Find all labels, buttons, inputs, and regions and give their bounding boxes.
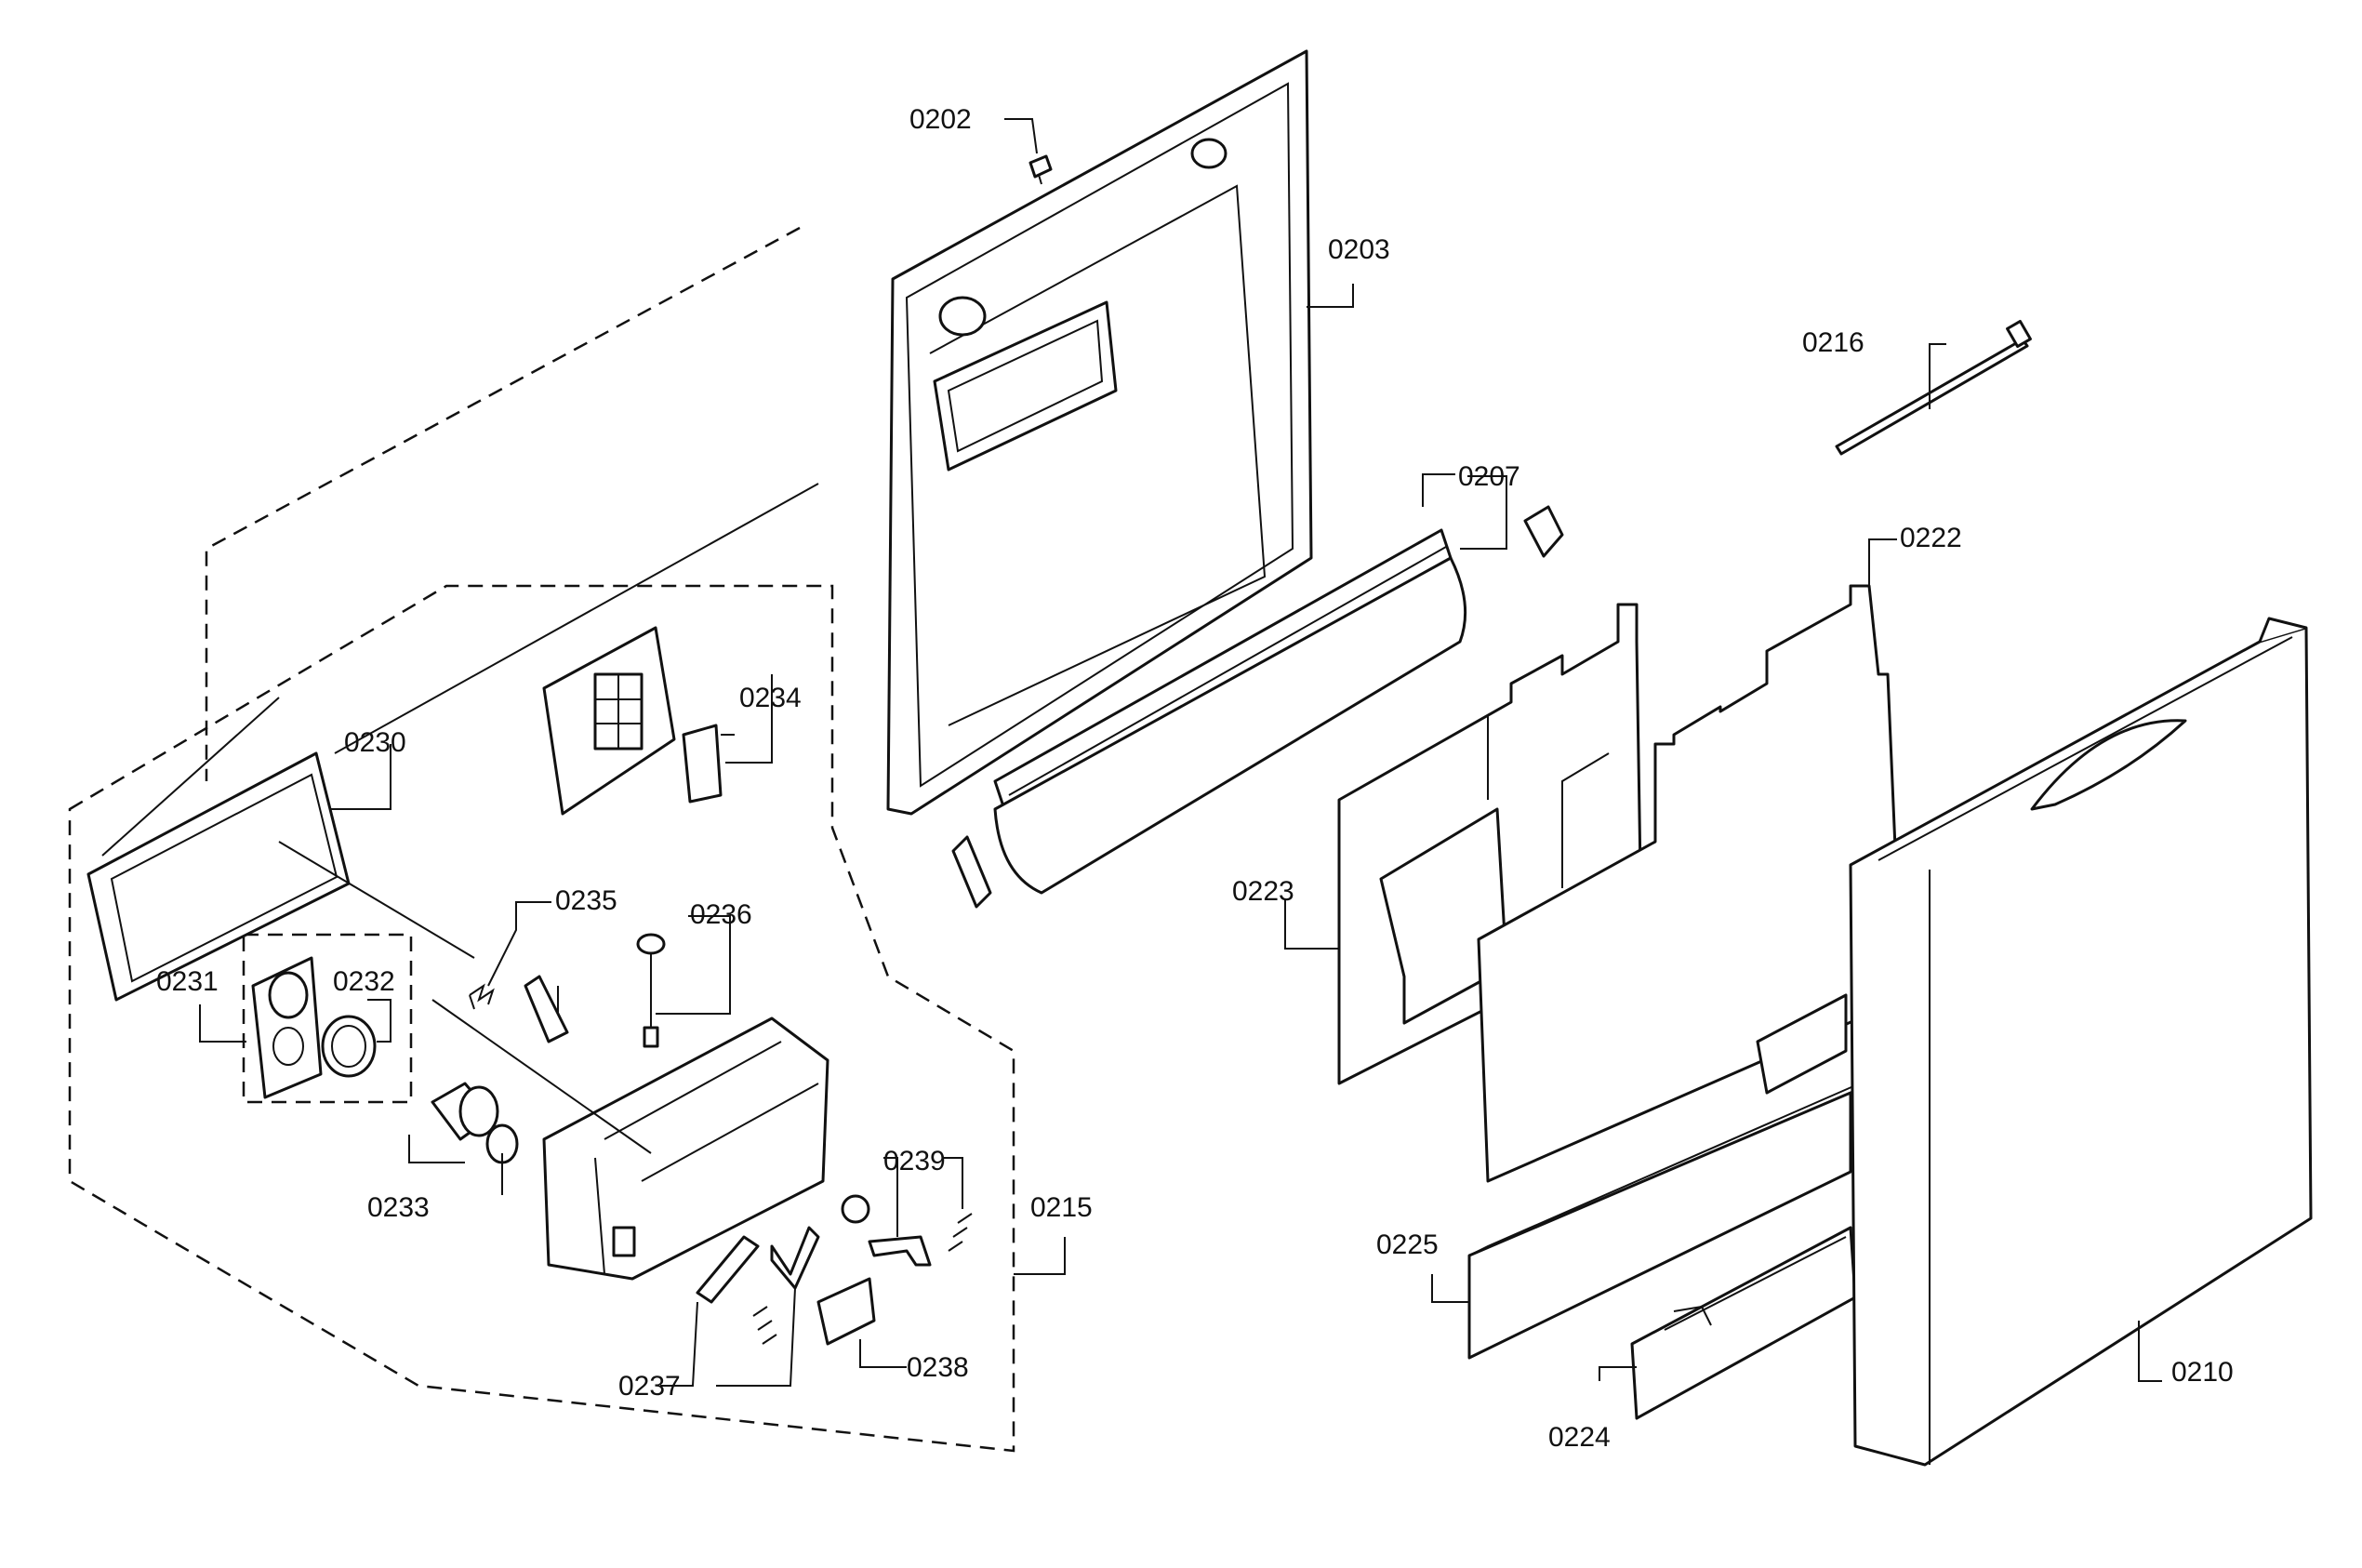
group-outline-outer: [205, 226, 801, 781]
group-outline-0231-0232: [242, 933, 413, 1104]
label-0210: 0210: [2171, 1357, 2234, 1388]
outer-door-panel: [1849, 617, 2313, 1467]
insulation-panel-right: [1477, 584, 1904, 1183]
label-0222: 0222: [1900, 523, 1962, 553]
nozzle-housing: [251, 956, 323, 1099]
inner-door-panel: [886, 49, 1313, 909]
label-0230: 0230: [344, 727, 406, 758]
label-0235: 0235: [555, 885, 617, 916]
bracket-part: [542, 626, 723, 816]
group-outline-0215: [68, 584, 1015, 1453]
pin-0236: [636, 933, 666, 1048]
block-0238: [816, 1277, 876, 1346]
label-0236: 0236: [690, 899, 752, 930]
label-0238: 0238: [907, 1352, 969, 1383]
actuator-0237: [696, 1226, 820, 1345]
label-0237: 0237: [618, 1371, 681, 1402]
label-0232: 0232: [333, 966, 395, 997]
label-0234: 0234: [739, 683, 802, 713]
label-0216: 0216: [1802, 327, 1864, 358]
lever-0235: [524, 975, 569, 1043]
leader-lines: [101, 118, 2162, 1387]
ball-0239: [841, 1194, 870, 1224]
cap-and-oring: [431, 1082, 519, 1164]
spring-0239: [948, 1213, 973, 1252]
label-0231: 0231: [156, 966, 219, 997]
screw-part: [1028, 154, 1053, 185]
lever-0239: [868, 1235, 932, 1267]
label-0225: 0225: [1376, 1229, 1439, 1260]
label-0223: 0223: [1232, 876, 1294, 907]
dispenser-body: [542, 1017, 829, 1281]
trim-strip: [993, 505, 1564, 895]
label-0207: 0207: [1458, 461, 1520, 492]
ring-seal: [321, 1015, 377, 1078]
spring-0235: [469, 983, 495, 1010]
label-0202: 0202: [909, 104, 972, 135]
label-0203: 0203: [1328, 234, 1390, 265]
label-0224: 0224: [1548, 1422, 1611, 1453]
label-0233: 0233: [367, 1192, 430, 1223]
cable-tie: [1835, 319, 2032, 456]
label-0215: 0215: [1030, 1192, 1093, 1223]
label-0239: 0239: [883, 1146, 946, 1176]
